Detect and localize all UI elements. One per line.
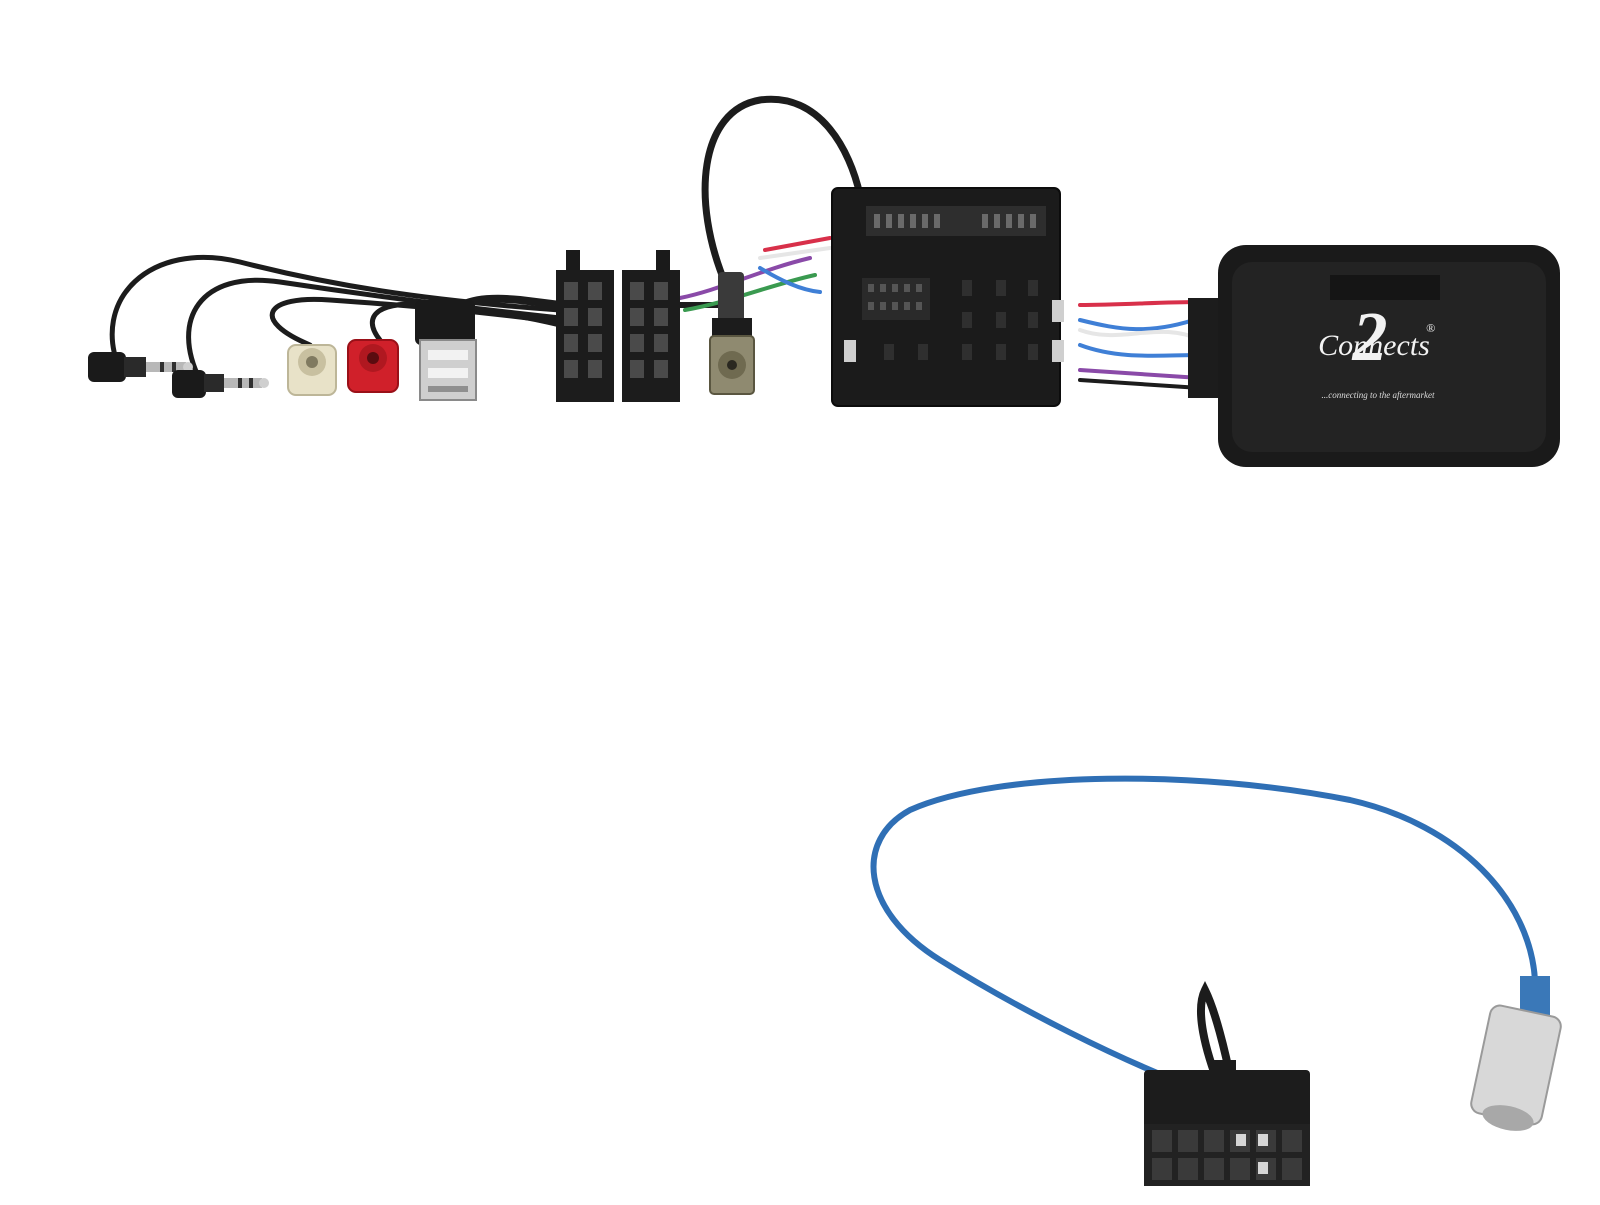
quadlock-connector: [831, 187, 1064, 407]
interface-module: 2 Connects ® ...connecting to the afterm…: [1188, 245, 1560, 467]
rca-plug-red: [347, 339, 399, 393]
patch-lead-cable: [870, 775, 1538, 1091]
antenna-loop-cable: [701, 95, 864, 289]
jack-plug-1: [88, 352, 193, 382]
jack-plug-2: [172, 370, 269, 398]
brand-name: Connects: [1318, 329, 1430, 362]
antenna-connector: [709, 272, 755, 395]
din-antenna-plug: [1470, 976, 1562, 1131]
patch-lead-plug: [1144, 1060, 1310, 1186]
iso-connector-right: [622, 250, 680, 402]
harness-wires-colored: [678, 236, 1202, 390]
brand-logo: 2 Connects ® ...connecting to the afterm…: [1318, 299, 1435, 400]
patch-lead-black-cable: [1196, 981, 1236, 1092]
brand-number: 2: [1352, 299, 1388, 376]
usb-plug: [415, 300, 477, 401]
iso-connector-left: [556, 250, 614, 402]
registered-mark: ®: [1426, 321, 1435, 335]
rca-plug-white: [287, 344, 337, 396]
brand-tagline: ...connecting to the aftermarket: [1322, 390, 1435, 400]
